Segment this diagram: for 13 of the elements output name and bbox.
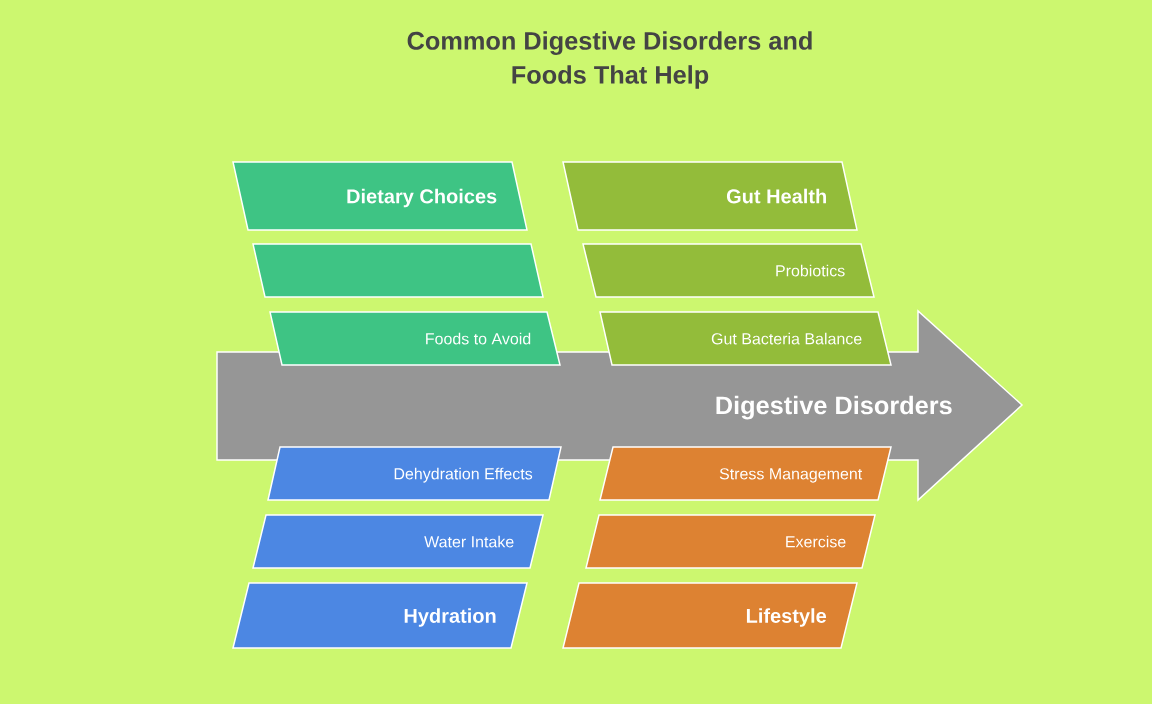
parallelogram-box: Gut Bacteria Balance <box>599 311 892 366</box>
parallelogram-box: Hydration <box>232 582 528 649</box>
parallelogram-box: Exercise <box>585 514 876 569</box>
parallelogram-box: Stress Management <box>599 446 892 501</box>
parallelogram-box: Lifestyle <box>562 582 858 649</box>
title: Common Digestive Disorders and Foods That Help <box>407 31 812 89</box>
parallelogram-box <box>252 243 544 298</box>
parallelogram-box: Dehydration Effects <box>267 446 562 501</box>
parallelogram-box: Dietary Choices <box>232 161 528 231</box>
parallelogram-box: Gut Health <box>562 161 858 231</box>
parallelogram-box: Foods to Avoid <box>269 311 561 366</box>
parallelogram-box: Probiotics <box>582 243 875 298</box>
parallelogram-box: Water Intake <box>252 514 544 569</box>
